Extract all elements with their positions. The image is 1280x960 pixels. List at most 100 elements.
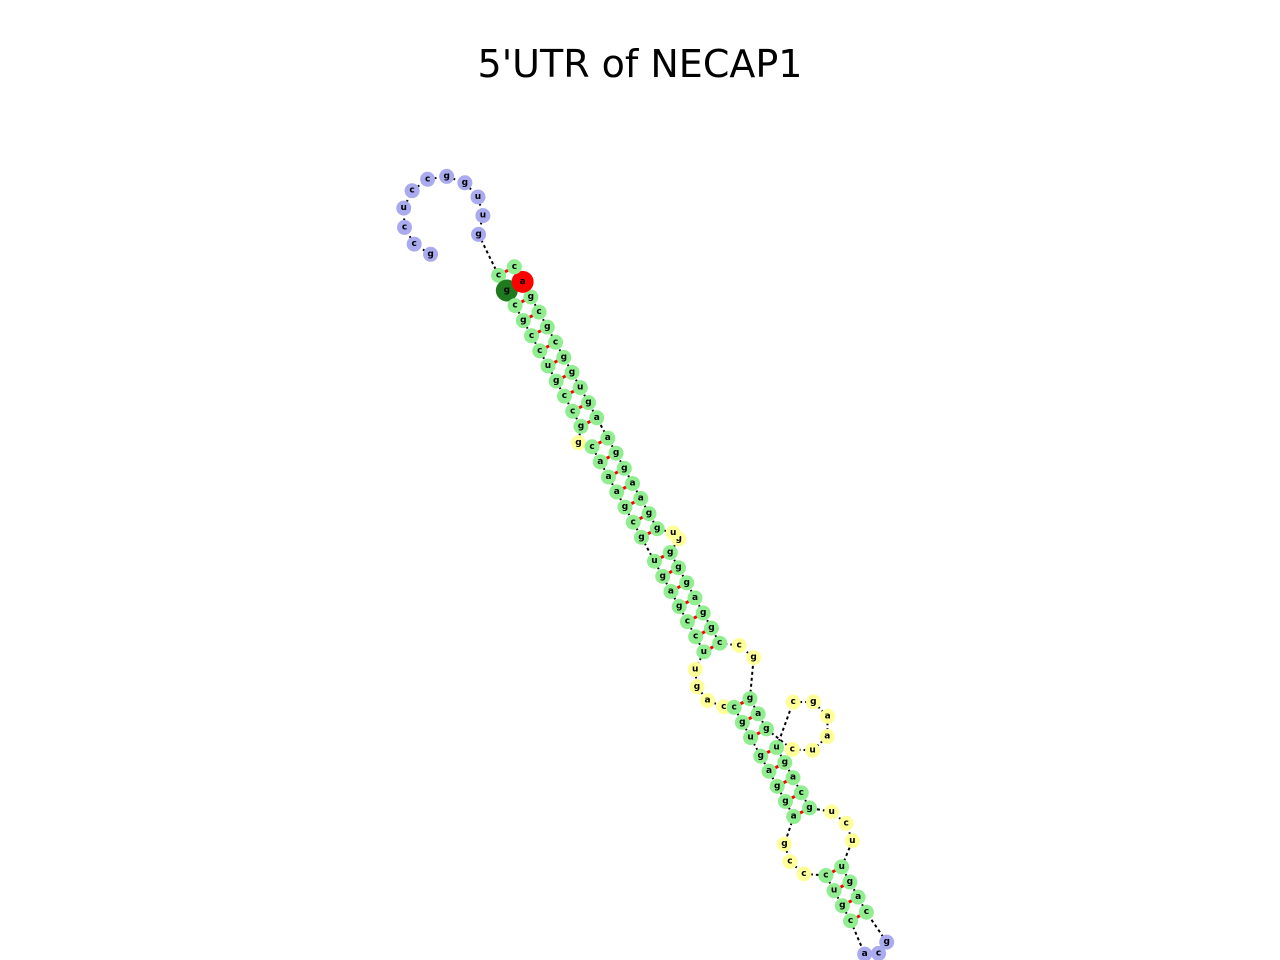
nucleotide-circle	[879, 934, 895, 950]
nucleotide-stem: g	[753, 748, 769, 764]
nucleotide-label: g	[847, 877, 853, 887]
nucleotide-loop: c	[785, 694, 801, 710]
nucleotide-label: a	[755, 709, 761, 719]
nucleotide-label: g	[774, 781, 780, 791]
nucleotide-circle	[689, 679, 705, 695]
nucleotide-stem: c	[524, 328, 540, 344]
nucleotide-loop: c	[796, 866, 812, 882]
nucleotide-stem: c	[548, 334, 564, 350]
nucleotide-label: c	[876, 948, 881, 958]
nucleotide-label: c	[864, 907, 869, 917]
nucleotide-label: g	[427, 249, 433, 259]
nucleotide-stem: g	[703, 620, 719, 636]
nucleotide-hairpin: c	[420, 171, 436, 187]
nucleotide-stem: c	[584, 439, 600, 455]
nucleotide-stem: g	[608, 445, 624, 461]
nucleotide-loop: u	[805, 742, 821, 758]
nucleotide-circle	[734, 714, 750, 730]
nucleotide-circle	[687, 590, 703, 606]
nucleotide-loop: c	[731, 637, 747, 653]
nucleotide-label: c	[685, 617, 690, 627]
nucleotide-circle	[548, 373, 564, 389]
nucleotide-circle	[843, 913, 859, 929]
nucleotide-hairpin: g	[439, 168, 455, 184]
nucleotide-circle	[646, 553, 662, 569]
nucleotide-circle	[777, 793, 793, 809]
nucleotide-stem: u	[743, 730, 759, 746]
nucleotide-circle	[769, 778, 785, 794]
nucleotide-label: c	[562, 391, 567, 401]
nucleotide-label: g	[750, 653, 756, 663]
nucleotide-label: c	[790, 697, 795, 707]
nucleotide-label: c	[823, 871, 828, 881]
nucleotide-stem: g	[777, 755, 793, 771]
nucleotide-circle	[834, 898, 850, 914]
nucleotide-label: u	[545, 361, 551, 371]
nucleotide-loop: g	[805, 694, 821, 710]
nucleotide-label: u	[701, 647, 707, 657]
nucleotide-circle	[564, 364, 580, 380]
nucleotide-circle	[524, 328, 540, 344]
nucleotide-stem: a	[609, 484, 625, 500]
nucleotide-circle	[753, 748, 769, 764]
nucleotide-label: g	[667, 548, 673, 558]
nucleotide-circle	[565, 403, 581, 419]
nucleotide-label: u	[475, 192, 481, 202]
nucleotide-label: c	[512, 262, 517, 272]
nucleotide-hairpin: c	[397, 219, 413, 235]
nucleotide-label: c	[848, 916, 853, 926]
nucleotide-circle	[633, 491, 649, 507]
nucleotide-label: g	[585, 398, 591, 408]
nucleotide-label: u	[809, 745, 815, 755]
nucleotide-label: g	[782, 796, 788, 806]
nucleotide-label: g	[654, 524, 660, 534]
nucleotide-circle	[601, 469, 617, 485]
nucleotide-loop: c	[784, 741, 800, 757]
nucleotide-stem: g	[679, 575, 695, 591]
nucleotide-circle	[844, 833, 860, 849]
nucleotide-label: g	[475, 229, 481, 239]
nucleotide-circle	[838, 815, 854, 831]
nucleotide-label: g	[575, 438, 581, 448]
nucleotide-circle	[616, 460, 632, 476]
nucleotide-circle	[600, 430, 616, 446]
nucleotide-label: g	[708, 623, 714, 633]
nucleotide-stem: g	[769, 778, 785, 794]
nucleotide-label: g	[638, 532, 644, 542]
nucleotide-circle	[662, 545, 678, 561]
nucleotide-circle	[581, 395, 597, 411]
nucleotide-hairpin: a	[857, 946, 873, 960]
nucleotide-label: c	[553, 337, 558, 347]
nucleotide-stem: g	[556, 349, 572, 365]
nucleotide-stem: a	[687, 590, 703, 606]
nucleotide-circle	[671, 599, 687, 615]
nucleotide-circle	[589, 410, 605, 426]
nucleotide-stem: c	[507, 298, 523, 314]
nucleotide-stem: a	[663, 583, 679, 599]
nucleotide-label: g	[553, 376, 559, 386]
nucleotide-stem: c	[843, 913, 859, 929]
nucleotide-circle	[761, 763, 777, 779]
nucleotide-stem: u	[826, 883, 842, 899]
nucleotide-loop: u	[665, 525, 681, 541]
nucleotide-label: g	[659, 571, 665, 581]
nucleotide-hairpin: c	[406, 236, 422, 252]
nucleotide-label: g	[676, 602, 682, 612]
nucleotide-label: g	[504, 285, 510, 295]
nucleotide-label: c	[801, 869, 806, 879]
nucleotide-stem: a	[625, 475, 641, 491]
nucleotide-label: g	[694, 682, 700, 692]
nucleotide-stem: g	[671, 599, 687, 615]
backbone-link	[840, 840, 854, 868]
nucleotide-circle	[404, 183, 420, 199]
nucleotide-circle	[511, 270, 534, 293]
nucleotide-circle	[531, 304, 547, 320]
nucleotide-loop: a	[819, 729, 835, 745]
nucleotide-loop: u	[687, 661, 703, 677]
nucleotide-stem: u	[572, 380, 588, 396]
nucleotide-stem: a	[601, 469, 617, 485]
nucleotide-circle	[641, 506, 657, 522]
nucleotide-circle	[539, 319, 555, 335]
nucleotide-stem: g	[801, 800, 817, 816]
